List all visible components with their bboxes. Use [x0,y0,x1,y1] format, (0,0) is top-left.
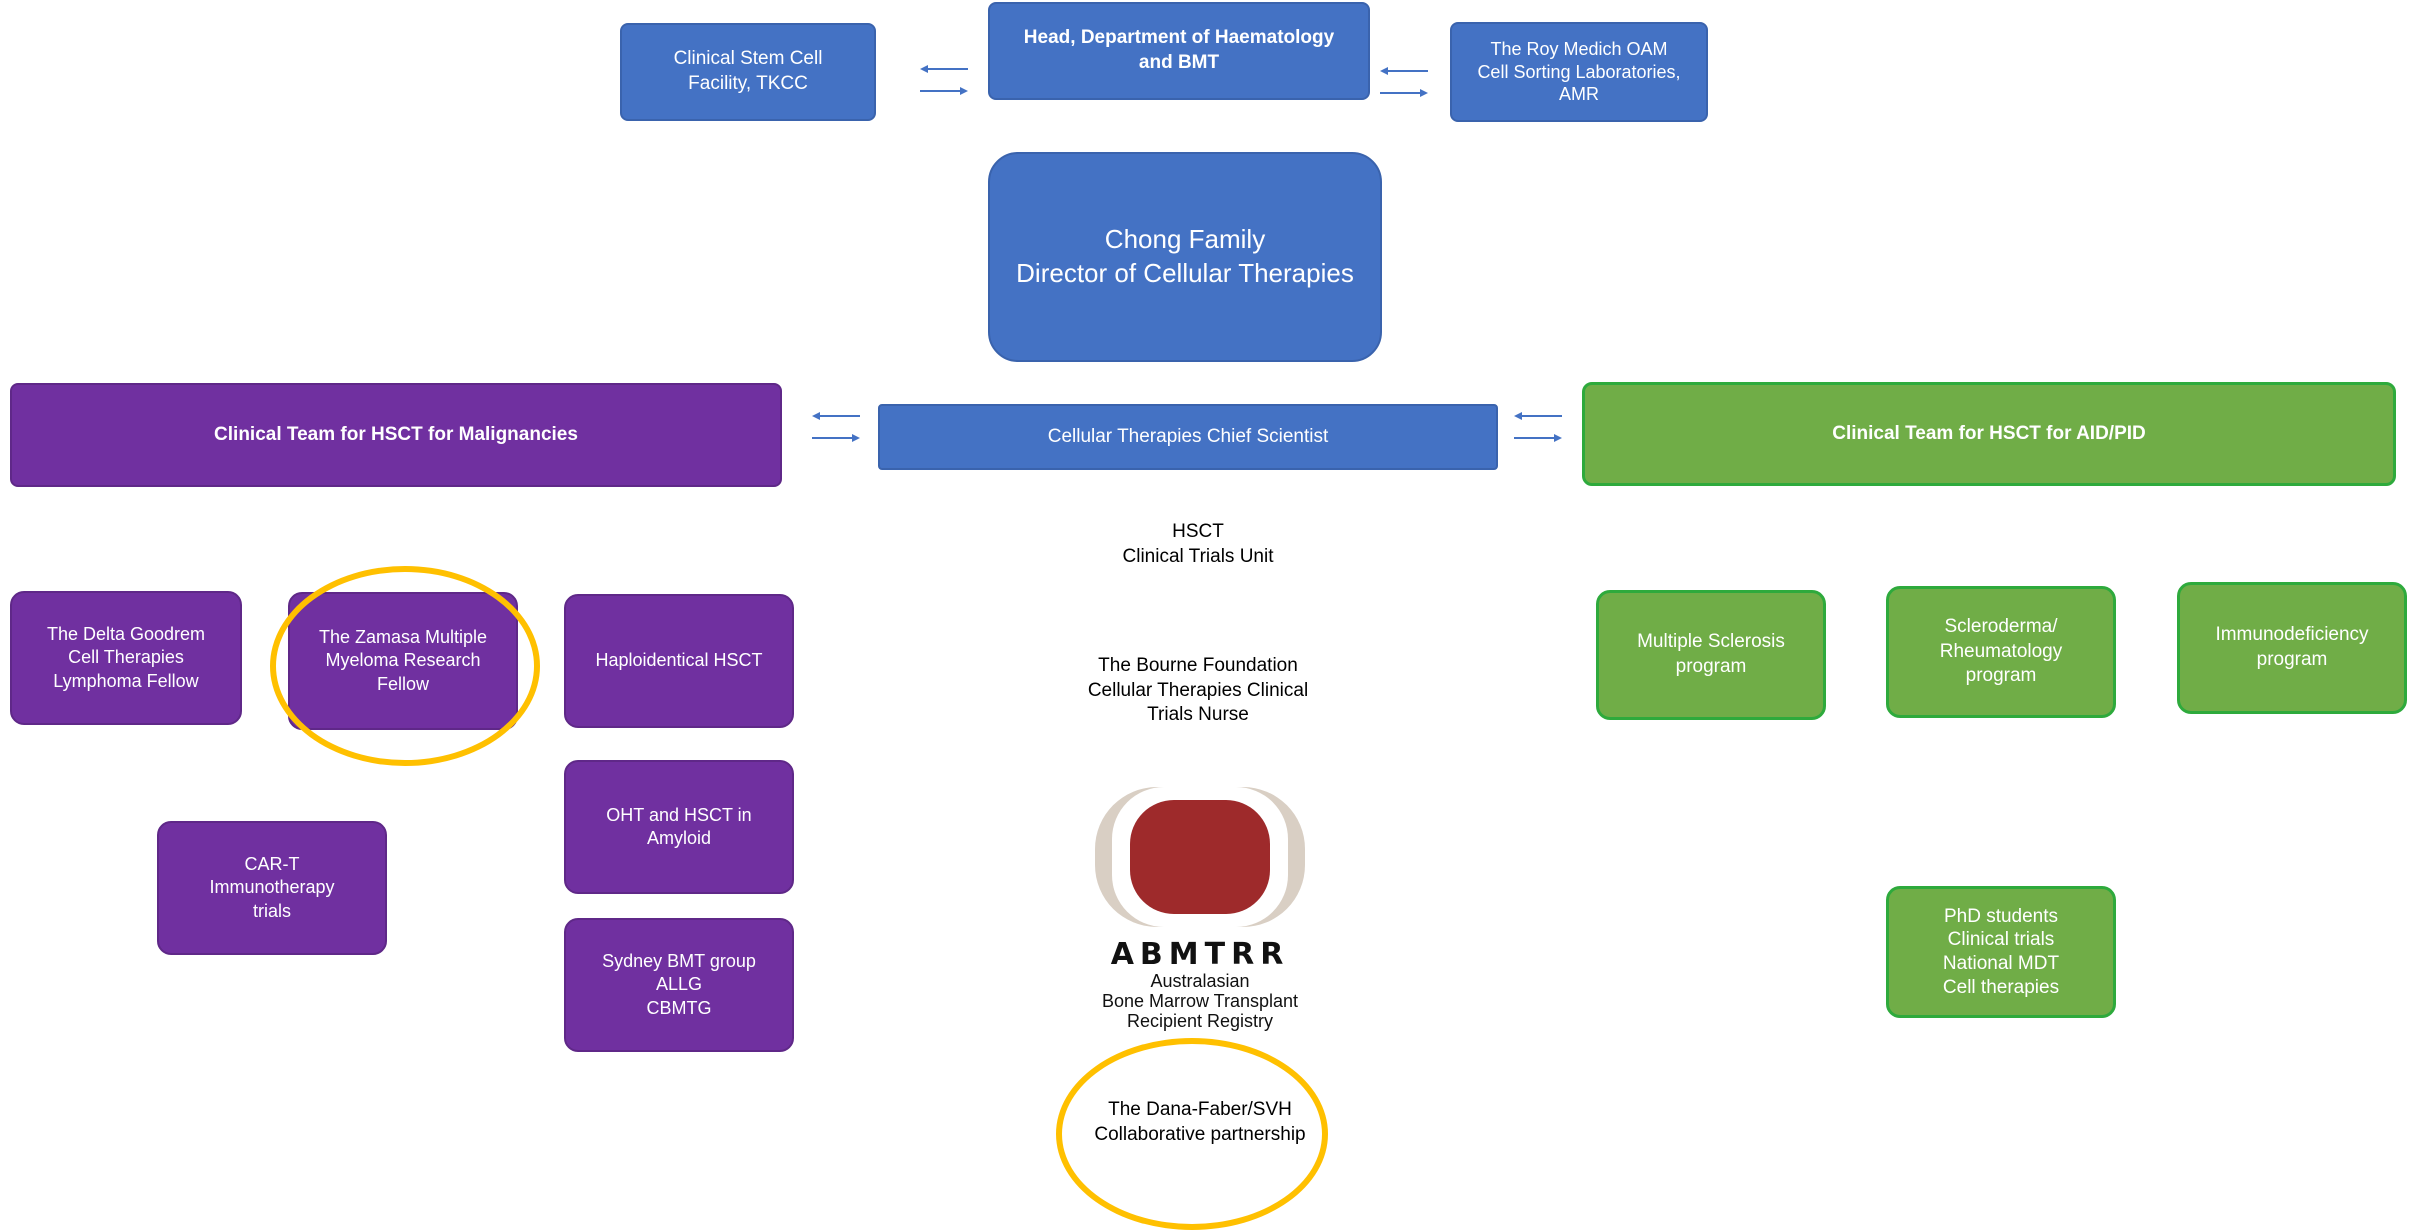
car-t-line-3: trials [252,900,291,921]
head-line-2: and BMT [1138,52,1220,73]
scleroderma-line-1: Scleroderma/ [1944,615,2058,637]
ms-line-1: Multiple Sclerosis [1637,631,1785,653]
roy-medich-line-3: AMR [1559,84,1599,105]
multiple-sclerosis-program-box[interactable]: Multiple Sclerosis program [1596,590,1826,720]
director-line-1: Chong Family [1104,224,1266,255]
haploidentical-label: Haploidentical HSCT [595,650,763,671]
sydney-bmt-line-1: Sydney BMT group [602,950,756,971]
bourne-line-3: Trials Nurse [1147,704,1249,726]
clinical-team-malignancies-box[interactable]: Clinical Team for HSCT for Malignancies [10,383,782,487]
malignancies-label: Clinical Team for HSCT for Malignancies [214,423,578,445]
sydney-bmt-group-box[interactable]: Sydney BMT group ALLG CBMTG [564,918,794,1052]
director-cellular-therapies-box[interactable]: Chong Family Director of Cellular Therap… [988,152,1382,362]
clinical-team-aid-pid-box[interactable]: Clinical Team for HSCT for AID/PID [1582,382,2396,486]
delta-goodrem-line-1: The Delta Goodrem [46,623,206,644]
phd-students-box[interactable]: PhD students Clinical trials National MD… [1886,886,2116,1018]
chief-scientist-label: Cellular Therapies Chief Scientist [1047,425,1329,447]
ms-line-2: program [1675,656,1747,677]
delta-goodrem-fellow-box[interactable]: The Delta Goodrem Cell Therapies Lymphom… [10,591,242,725]
sydney-bmt-line-2: ALLG [655,974,703,995]
abmtrr-line-2: Bone Marrow Transplant [1101,990,1299,1011]
trials-unit-line-2: Clinical Trials Unit [1122,545,1274,567]
oht-amyloid-line-2: Amyloid [646,828,712,848]
abmtrr-line-3: Recipient Registry [1126,1010,1274,1031]
bourne-line-1: The Bourne Foundation [1098,655,1298,676]
oht-amyloid-box[interactable]: OHT and HSCT in Amyloid [564,760,794,894]
scleroderma-rheumatology-program-box[interactable]: Scleroderma/ Rheumatology program [1886,586,2116,718]
phd-line-2: Clinical trials [1947,929,2055,951]
abmtrr-logo: ABMTRR Australasian Bone Marrow Transpla… [1060,782,1340,1031]
bourne-line-2: Cellular Therapies Clinical [1087,679,1309,701]
oht-amyloid-line-1: OHT and HSCT in [606,804,752,825]
stem-cell-line-2: Facility, TKCC [688,73,808,94]
car-t-line-2: Immunotherapy [209,877,335,898]
chief-scientist-box[interactable]: Cellular Therapies Chief Scientist [878,404,1498,470]
roy-medich-line-2: Cell Sorting Laboratories, [1477,61,1681,82]
sydney-bmt-line-3: CBMTG [646,997,712,1018]
abmtrr-emblem-icon [1095,787,1305,927]
dana-faber-highlight-ring [1056,1038,1328,1230]
head-of-department-box[interactable]: Head, Department of Haematology and BMT [988,2,1370,100]
car-t-line-1: CAR-T [244,853,300,874]
phd-line-3: National MDT [1942,953,2060,974]
abmtrr-acronym: ABMTRR [1110,937,1290,972]
scientist-aid-pid-arrows-icon [1514,412,1562,442]
director-line-2: Director of Cellular Therapies [1016,258,1354,288]
trials-unit-line-1: HSCT [1172,521,1224,542]
clinical-stem-cell-facility-box[interactable]: Clinical Stem Cell Facility, TKCC [620,23,876,121]
scleroderma-line-2: Rheumatology [1939,640,2063,662]
immunodeficiency-line-1: Immunodeficiency [2215,624,2369,646]
immunodeficiency-line-2: program [2256,649,2328,670]
roy-medich-line-1: The Roy Medich OAM [1490,39,1668,60]
stem-cell-head-arrows-icon [920,65,968,95]
roy-medich-laboratories-box[interactable]: The Roy Medich OAM Cell Sorting Laborato… [1450,22,1708,122]
delta-goodrem-line-3: Lymphoma Fellow [53,670,199,691]
head-roy-medich-arrows-icon [1380,67,1428,97]
head-line-1: Head, Department of Haematology [1023,27,1335,49]
phd-line-4: Cell therapies [1942,976,2060,998]
stem-cell-line-1: Clinical Stem Cell [673,48,823,70]
zamasa-highlight-ring [270,566,540,766]
scleroderma-line-3: program [1965,665,2037,687]
immunodeficiency-program-box[interactable]: Immunodeficiency program [2177,582,2407,714]
abmtrr-line-1: Australasian [1150,971,1250,991]
malignancies-scientist-arrows-icon [812,412,860,442]
hsct-clinical-trials-unit-text: HSCT Clinical Trials Unit [1000,520,1396,569]
car-t-trials-box[interactable]: CAR-T Immunotherapy trials [157,821,387,955]
phd-line-1: PhD students [1943,905,2059,927]
bourne-foundation-nurse-text: The Bourne Foundation Cellular Therapies… [1000,654,1396,728]
haploidentical-hsct-box[interactable]: Haploidentical HSCT [564,594,794,728]
delta-goodrem-line-2: Cell Therapies [68,647,184,668]
aid-pid-label: Clinical Team for HSCT for AID/PID [1832,422,2146,444]
